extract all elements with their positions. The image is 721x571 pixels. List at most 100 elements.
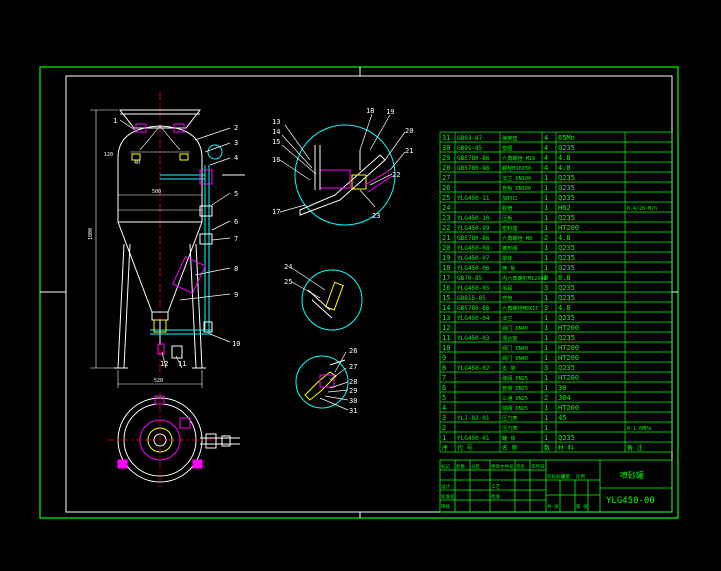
bom-cell-mat: 65Mn xyxy=(558,134,575,142)
bom-cell-no: 11 xyxy=(442,334,450,342)
bom-cell-qty: 1 xyxy=(544,254,548,262)
dim-shell-width: 500 xyxy=(152,189,161,195)
bom-cell-qty: 4 xyxy=(544,164,548,172)
bom-cell-name: 胶管 xyxy=(502,204,512,212)
bom-cell-code: GB5780-86 xyxy=(457,305,490,312)
bom-cell-name: 法兰 xyxy=(502,314,512,322)
bom-cell-mat: HT200 xyxy=(558,224,579,232)
bom-cell-name: 罐 体 xyxy=(502,434,516,442)
bom-cell-name: 压板 xyxy=(502,214,513,222)
bom-cell-code: YLG450-04 xyxy=(457,315,490,322)
bom-cell-qty: 1 xyxy=(544,404,548,412)
bom-cell-name: 管接 DN25 xyxy=(502,384,528,392)
bom-cell-qty: 4 xyxy=(544,144,548,152)
title-block-cell: 重量 xyxy=(561,473,570,480)
bom-cell-qty: 3 xyxy=(544,364,548,372)
bom-cell-qty: 1 xyxy=(544,224,548,232)
bom-cell-no: 17 xyxy=(442,274,450,282)
bom-cell-code: YLG450-01 xyxy=(457,435,490,442)
bom-cell-name: 盲板 DN100 xyxy=(502,184,531,192)
detail-view-flange xyxy=(295,355,349,409)
balloon-6: 6 xyxy=(234,218,238,226)
inner-frame xyxy=(65,75,673,513)
bom-cell-no: 31 xyxy=(442,134,450,142)
bom-cell-no: 4 xyxy=(442,404,446,412)
bom-cell-qty: 4 xyxy=(544,154,548,162)
balloon-13: 13 xyxy=(272,118,280,126)
balloon-22: 22 xyxy=(392,171,400,179)
balloon-19: 19 xyxy=(386,108,394,116)
balloon-21: 21 xyxy=(405,147,413,155)
title-block-cell: 比例 xyxy=(576,473,585,480)
bom-cell-name: 六角螺栓 M8 xyxy=(502,234,532,242)
bom-cell-no: 2 xyxy=(442,424,446,432)
bom-cell-no: 25 xyxy=(442,194,450,202)
balloon-14: 14 xyxy=(272,128,280,136)
bom-cell-qty: 3 xyxy=(544,284,548,292)
title-block-cell: 第 张 xyxy=(576,503,588,510)
bom-cell-code: GB5780-86 xyxy=(457,165,490,172)
bom-cell-code: YLG450-10 xyxy=(457,215,490,222)
bom-cell-name: 球阀 DN25 xyxy=(502,374,528,382)
balloon-30: 30 xyxy=(349,397,357,405)
detail-view-inlet xyxy=(301,269,363,331)
title-block-cell: 批准 xyxy=(491,493,500,500)
bom-cell-mat: Q235 xyxy=(558,364,575,372)
title-block-cell: 更改文件号 xyxy=(491,463,514,470)
bom-cell-qty: 1 xyxy=(544,384,548,392)
bom-cell-mat: Q235 xyxy=(558,174,575,182)
balloon-28: 28 xyxy=(349,378,357,386)
bom-cell-name: 阀门 DN40 xyxy=(502,344,528,352)
bom-cell-qty: 1 xyxy=(544,174,548,182)
bom-cell-qty: 1 xyxy=(544,264,548,272)
bom-cell-name: 压力表 xyxy=(502,414,518,422)
balloon-labels: 1 2 3 4 5 6 7 8 9 10 11 12 13 14 15 16 1… xyxy=(113,107,413,415)
bom-cell-code: GB70-85 xyxy=(457,275,483,282)
bom-cell-qty: 1 xyxy=(544,334,548,342)
bom-cell-name: 球阀 DN25 xyxy=(502,404,528,412)
bom-cell-code: GB93-87 xyxy=(457,135,483,142)
bom-cell-mat: Q235 xyxy=(558,194,575,202)
bom-cell-no: 21 xyxy=(442,234,450,242)
bom-cell-qty: 1 xyxy=(544,354,548,362)
bom-cell-code: GB5780-86 xyxy=(457,155,490,162)
title-block-cell: 审核 xyxy=(441,503,450,510)
bom-cell-name: 加料口 xyxy=(502,194,518,202)
bom-cell-qty: 3 xyxy=(544,304,548,312)
bom-cell-code: YLJ-02-01 xyxy=(457,415,490,422)
bom-cell-name: 弹簧垫 xyxy=(502,134,518,142)
bom-cell-no: 8 xyxy=(442,364,446,372)
title-block-cell: 阶段标记 xyxy=(547,473,565,480)
title-block-cell: 处数 xyxy=(456,463,465,470)
bom-cell-code: YLG450-09 xyxy=(457,225,490,232)
bom-cell-qty: 1 xyxy=(544,194,548,202)
balloon-26: 26 xyxy=(349,347,357,355)
bom-cell-qty: 1 xyxy=(544,204,548,212)
bom-cell-name: 密封座 xyxy=(502,224,518,232)
bom-cell-no: 15 xyxy=(442,294,450,302)
bom-cell-name: 垫圈 xyxy=(502,144,512,152)
bom-cell-note: 0-1.6MPa xyxy=(627,426,651,432)
bom-cell-mat: HT200 xyxy=(558,404,579,412)
bom-cell-mat: 304 xyxy=(558,394,571,402)
balloon-27: 27 xyxy=(349,363,357,371)
title-block-cell: 共 张 xyxy=(547,503,559,510)
bom-cell-mat: Q235 xyxy=(558,434,575,442)
bom-cell-no: 24 xyxy=(442,204,450,212)
bom-cell-mat: H62 xyxy=(558,204,571,212)
bom-cell-code: GB815-85 xyxy=(457,295,486,302)
title-block-cell: 设计 xyxy=(441,483,450,490)
bom-cell-name: 锥形阀 xyxy=(502,244,518,252)
bom-cell-no: 28 xyxy=(442,164,450,172)
bom-cell-no: 7 xyxy=(442,374,446,382)
balloon-10: 10 xyxy=(232,340,240,348)
bom-header-note: 备 注 xyxy=(627,444,643,452)
dim-base-width: 520 xyxy=(154,378,163,384)
bom-cell-mat: Q235 xyxy=(558,264,575,272)
title-block-cell: 工艺 xyxy=(491,484,500,490)
vessel-top-view xyxy=(108,392,240,490)
bom-cell-mat: 4.8 xyxy=(558,154,571,162)
vessel-front-view xyxy=(90,92,212,388)
bom-cell-name: 筛 板 xyxy=(502,264,516,272)
